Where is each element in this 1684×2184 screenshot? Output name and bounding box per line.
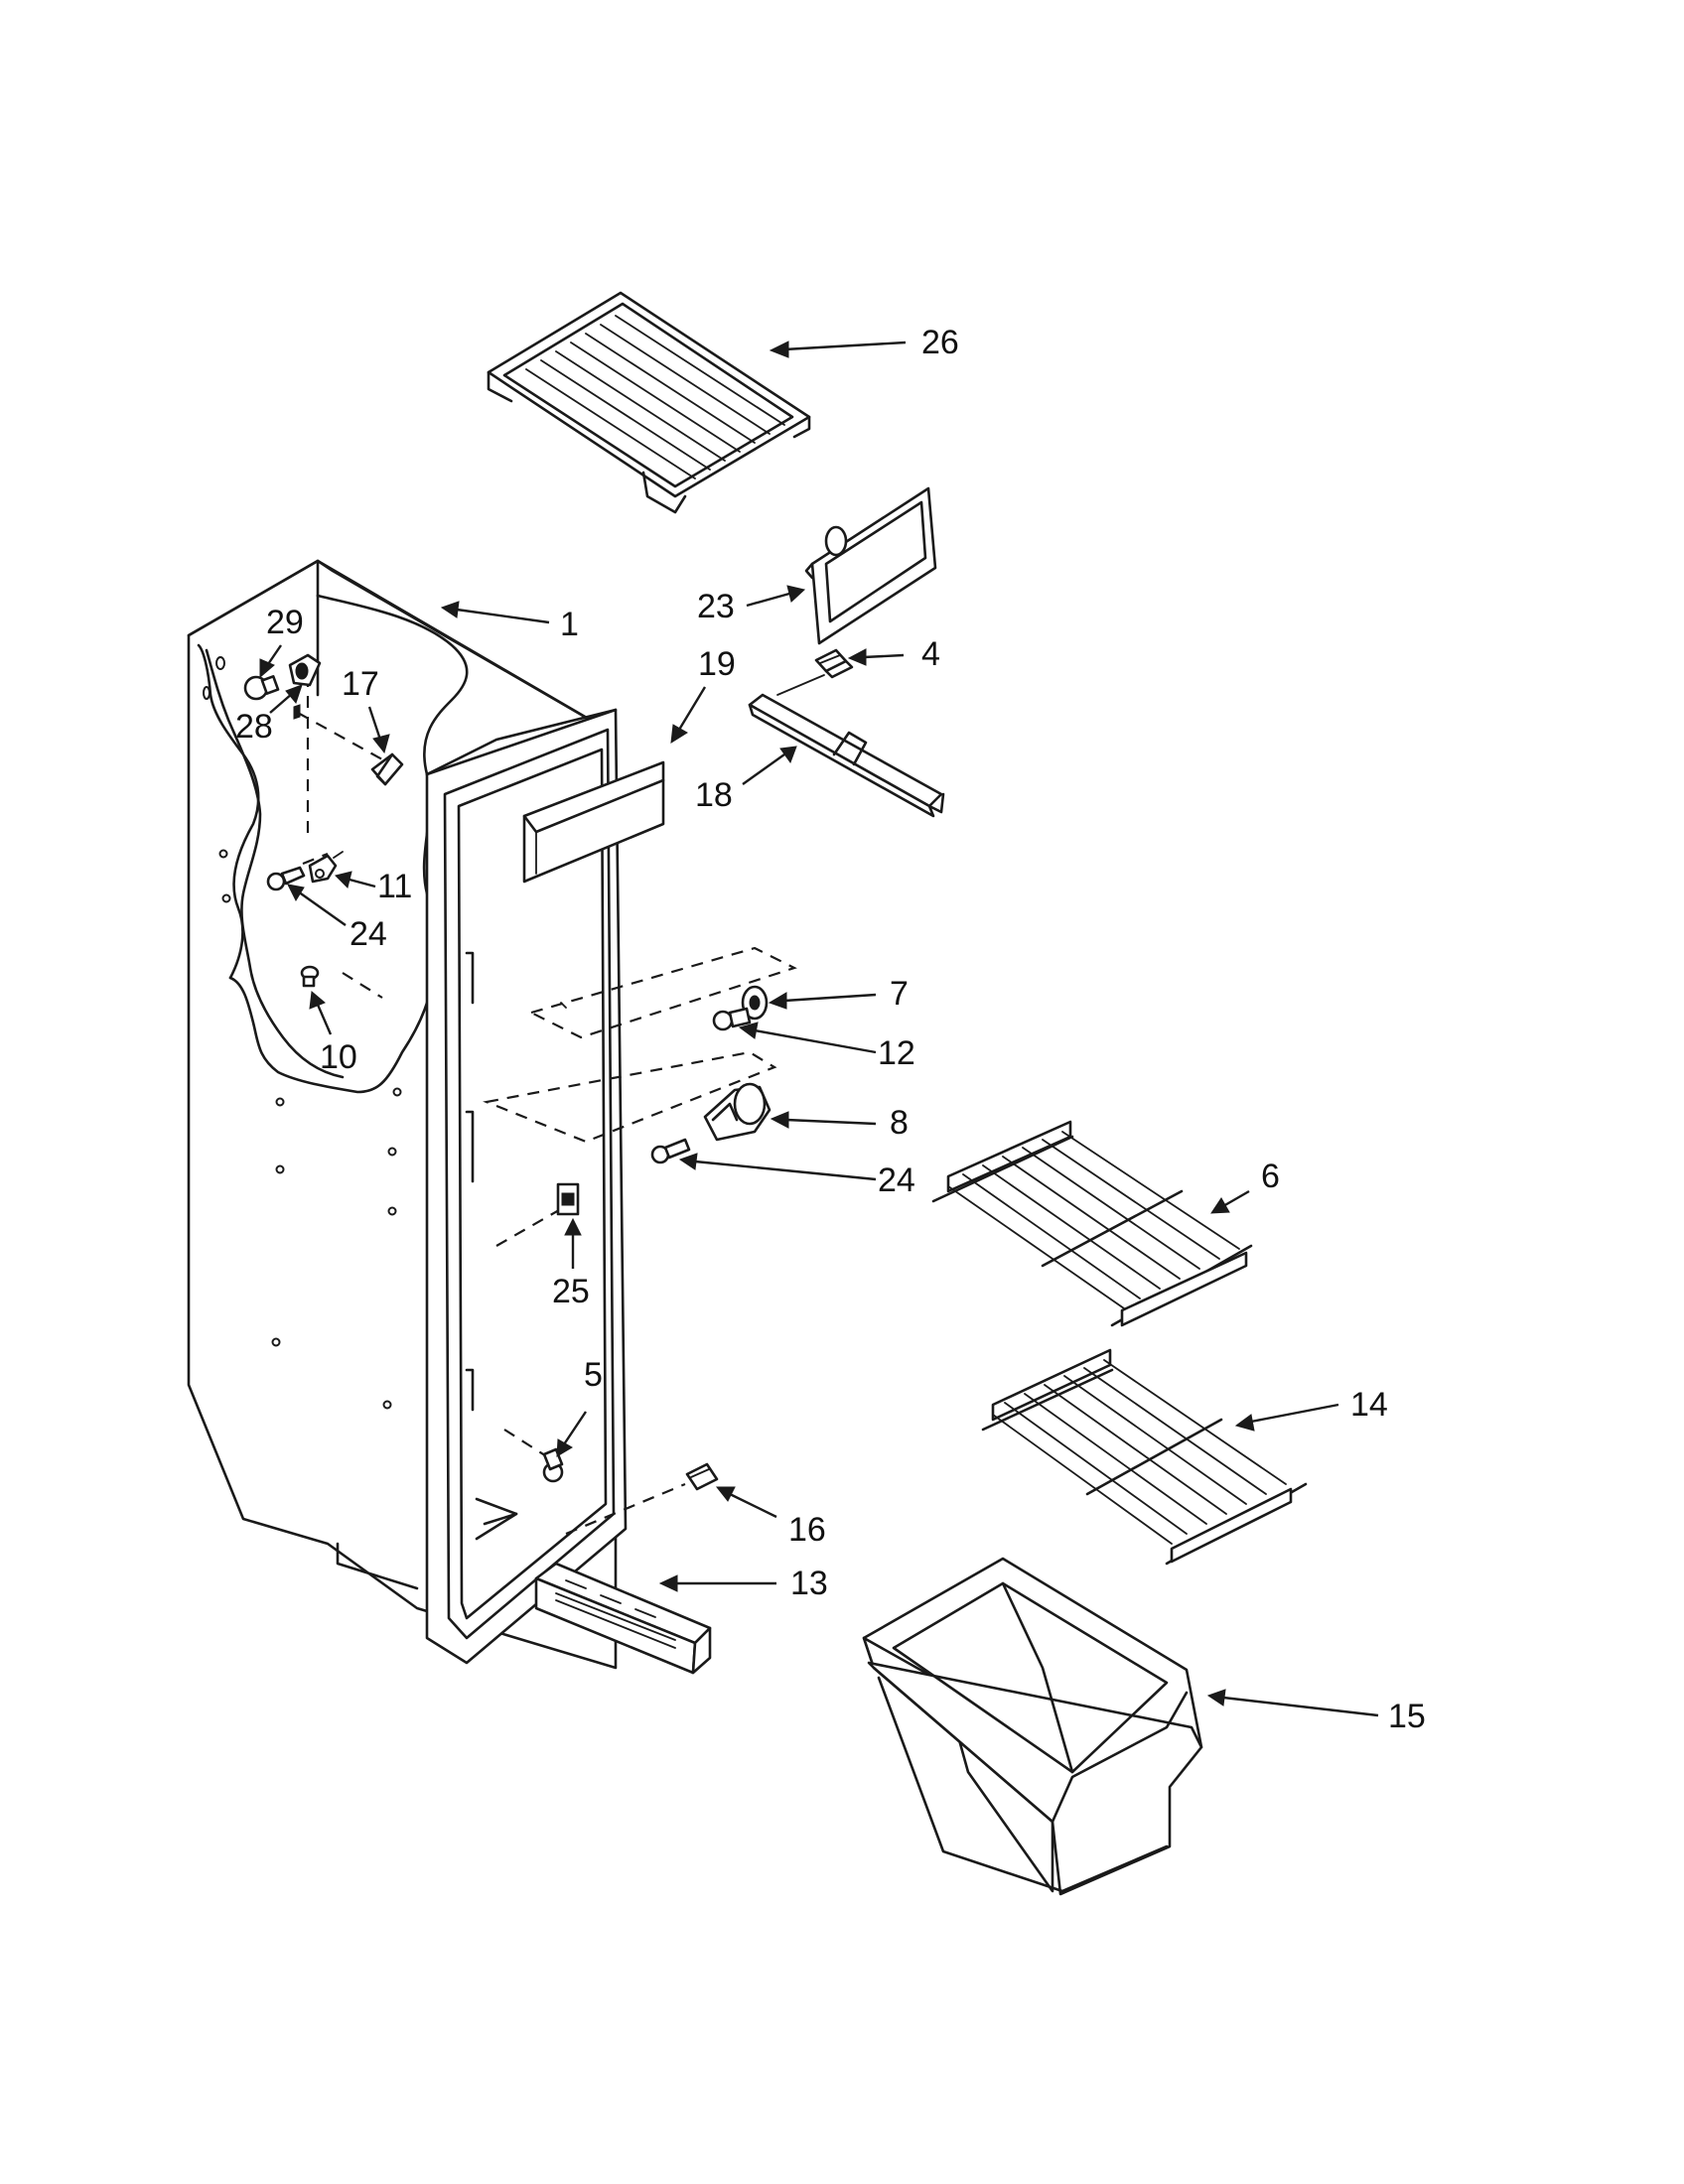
callout-18: 18 xyxy=(695,776,733,814)
callout-23: 23 xyxy=(697,588,735,625)
wire-shelf-upper xyxy=(931,1120,1253,1327)
crisper-cover-frame xyxy=(487,291,811,514)
wire-shelf-lower xyxy=(981,1348,1308,1566)
callout-19: 19 xyxy=(698,645,736,683)
assembly-lines xyxy=(297,675,797,1536)
shelf-stud xyxy=(300,965,320,988)
toe-grille xyxy=(534,1562,712,1675)
callout-7: 7 xyxy=(890,975,909,1013)
callout-10: 10 xyxy=(320,1038,357,1076)
callout-29: 29 xyxy=(266,604,304,641)
shoulder-screw xyxy=(712,1007,752,1031)
screw-top xyxy=(814,648,854,679)
callout-1: 1 xyxy=(560,606,579,643)
wire-clip xyxy=(370,752,404,786)
shelf-stud-bracket xyxy=(308,851,344,884)
cam-bushing xyxy=(741,985,769,1021)
callout-labels: 26 23 4 1 29 28 19 17 18 11 24 7 12 10 8… xyxy=(235,324,1426,1735)
callout-17: 17 xyxy=(342,665,379,703)
callout-14: 14 xyxy=(1350,1386,1388,1424)
callout-6: 6 xyxy=(1261,1158,1280,1195)
light-shield xyxy=(804,486,937,645)
callout-24b: 24 xyxy=(878,1161,915,1199)
callout-28: 28 xyxy=(235,708,273,746)
light-bulb xyxy=(243,675,280,701)
screw-liner xyxy=(266,866,306,891)
freezer-basket xyxy=(862,1557,1203,1896)
callout-26: 26 xyxy=(921,324,959,361)
callout-16: 16 xyxy=(788,1511,826,1549)
screw-grille xyxy=(685,1462,719,1491)
callout-11: 11 xyxy=(377,868,412,905)
screw-bin-support xyxy=(650,1138,691,1164)
callout-12: 12 xyxy=(878,1034,915,1072)
door-switch xyxy=(556,1182,580,1216)
callout-24a: 24 xyxy=(350,915,387,953)
air-duct-cover xyxy=(522,760,665,884)
callout-4: 4 xyxy=(921,635,940,673)
shelf-support-rail xyxy=(748,693,945,818)
callout-5: 5 xyxy=(584,1356,603,1394)
callout-13: 13 xyxy=(790,1565,828,1602)
callout-8: 8 xyxy=(890,1104,909,1142)
callout-25: 25 xyxy=(552,1273,590,1310)
bin-support xyxy=(703,1082,772,1142)
leader-lines xyxy=(259,341,1379,1717)
lamp-socket xyxy=(288,653,322,720)
callout-15: 15 xyxy=(1388,1698,1426,1735)
